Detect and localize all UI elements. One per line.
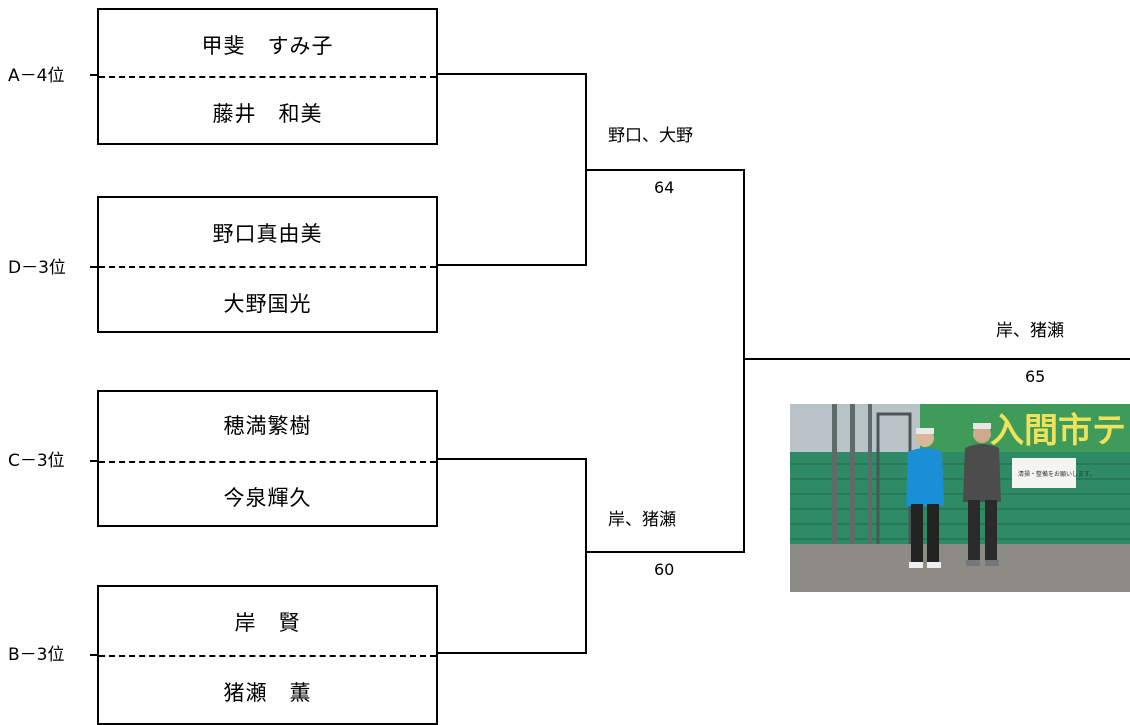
semifinal1-winner: 野口、大野 xyxy=(608,126,693,146)
pair2-seed: D－3位 xyxy=(8,258,66,278)
bracket-line xyxy=(585,169,745,171)
pair1-player2: 藤井 和美 xyxy=(212,102,323,126)
bracket-line xyxy=(585,551,745,553)
pair4-seed: B－3位 xyxy=(8,645,65,665)
seed-connector xyxy=(90,74,98,76)
bracket-line xyxy=(438,458,587,460)
pair-divider xyxy=(99,266,436,268)
bracket-line xyxy=(743,169,745,553)
bracket-line xyxy=(438,264,587,266)
pair3-player1: 穂満繁樹 xyxy=(223,414,312,438)
seed-connector xyxy=(90,654,98,656)
pair2-player2: 大野国光 xyxy=(223,292,312,316)
semifinal2-winner: 岸、猪瀬 xyxy=(608,510,676,530)
pair-divider xyxy=(99,461,436,463)
semifinal1-score: 64 xyxy=(654,178,675,197)
pair-divider xyxy=(99,76,436,78)
seed-connector xyxy=(90,266,98,268)
pair-box-3: 穂満繁樹 今泉輝久 xyxy=(97,390,438,527)
pair-box-1: 甲斐 すみ子 藤井 和美 xyxy=(97,8,438,145)
semifinal2-score: 60 xyxy=(654,560,675,579)
bracket-line xyxy=(585,458,587,654)
pair-box-2: 野口真由美 大野国光 xyxy=(97,196,438,333)
bracket-line xyxy=(743,358,1130,360)
pair1-seed: A－4位 xyxy=(8,66,65,86)
pair4-player1: 岸 賢 xyxy=(234,611,301,635)
bracket-line xyxy=(438,73,587,75)
champions-photo-illustration: 入間市テ 清掃・整備をお願いします。 xyxy=(790,404,1130,592)
seed-connector xyxy=(90,460,98,462)
pair3-player2: 今泉輝久 xyxy=(223,486,312,510)
sign-text: 清掃・整備をお願いします。 xyxy=(1018,470,1095,478)
pair1-player1: 甲斐 すみ子 xyxy=(201,34,334,58)
banner-text: 入間市テ xyxy=(990,411,1126,450)
pair2-player1: 野口真由美 xyxy=(212,222,323,246)
bracket-line xyxy=(438,652,587,654)
final-score: 65 xyxy=(1025,367,1046,386)
champions-photo: 入間市テ 清掃・整備をお願いします。 xyxy=(790,404,1130,592)
pair-box-4: 岸 賢 猪瀬 薫 xyxy=(97,585,438,725)
pair3-seed: C－3位 xyxy=(8,451,65,471)
final-winner: 岸、猪瀬 xyxy=(996,321,1064,341)
pair-divider xyxy=(99,655,436,657)
pair4-player2: 猪瀬 薫 xyxy=(223,681,312,705)
